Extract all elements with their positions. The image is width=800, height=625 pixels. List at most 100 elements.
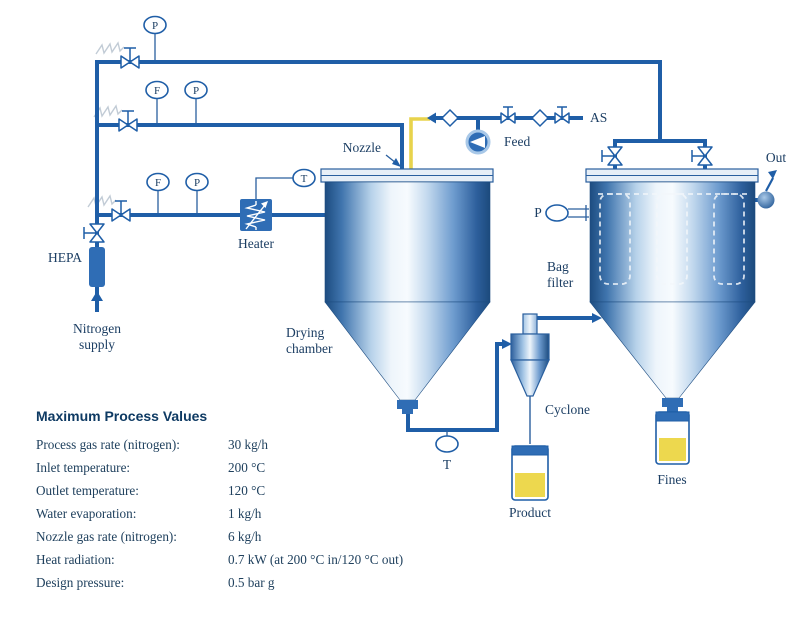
process-values-title: Maximum Process Values: [36, 408, 208, 424]
valve-as-1-body-r: [507, 112, 516, 124]
gauge-t-heater: [292, 168, 316, 188]
label-bag-filter-1: Bag: [547, 259, 569, 274]
filter-bags: [598, 193, 747, 285]
product-bottle-fill: [515, 473, 545, 497]
gauge-p-line2-letter: P: [193, 85, 199, 97]
cyclone-cone: [510, 359, 550, 397]
hepa-filter: [89, 247, 105, 287]
gauge-f-line3-letter: F: [155, 177, 161, 189]
feed-pump-impeller: [470, 136, 485, 148]
table-row: Nozzle gas rate (nitrogen): 6 kg/h: [36, 525, 466, 548]
signal-squiggles: [87, 41, 125, 208]
label-as: AS: [590, 110, 607, 125]
row-label: Heat radiation:: [36, 552, 115, 567]
row-value: 1 kg/h: [228, 506, 262, 521]
heater-coil-icon: [244, 201, 266, 230]
gauge-f-line2-letter: F: [154, 85, 160, 97]
drying-chamber-outlet-stub: [402, 409, 413, 414]
fines-bottle-cap: [655, 411, 690, 422]
valve-as-2-body-r: [561, 112, 570, 124]
row-value: 120 °C: [228, 483, 266, 498]
valve-hepa-stem: [83, 227, 97, 239]
gauge-letters: P F P F P T: [152, 20, 308, 189]
signal-squiggle-line2: [93, 104, 123, 118]
valve-as-1: [500, 106, 516, 124]
label-nozzle: Nozzle: [343, 140, 381, 155]
arrow-into-cyclone: [502, 339, 512, 349]
gauge-p-bagfilter: [545, 204, 569, 222]
valve-as-1-stem: [503, 106, 513, 118]
valve-line2-body-r: [127, 118, 138, 132]
valve-line2-body-l: [118, 118, 129, 132]
signal-squiggle-line3: [87, 194, 117, 208]
row-value: 0.5 bar g: [228, 575, 275, 590]
feed-pump: [465, 129, 491, 155]
out-arrow-line: [765, 177, 774, 192]
label-nitrogen-supply-1: Nitrogen: [73, 321, 121, 336]
heater-coil-zigzag: [244, 204, 266, 228]
bag-filter: [585, 168, 759, 412]
arrow-nozzle: [392, 158, 401, 167]
valve-hepa-body-b: [89, 232, 105, 243]
row-label: Inlet temperature:: [36, 460, 131, 475]
bag-filter-outlet-stub: [667, 407, 678, 412]
gauge-p-line1: [143, 15, 167, 35]
valve-bfl-body-t: [607, 146, 623, 157]
fines-bottle-fill: [659, 438, 686, 461]
row-label: Nozzle gas rate (nitrogen):: [36, 529, 177, 544]
label-bagfilter-pressure: P: [534, 205, 542, 220]
pipe-chamber-outlet: [406, 342, 503, 432]
valve-bfl-body-b: [607, 155, 623, 166]
pipe-line2-nozzle-gas: [97, 123, 404, 174]
conn-heater-t: [255, 177, 293, 199]
check-valve-1: [440, 108, 460, 128]
label-out: Out: [766, 150, 786, 165]
valve-line2-stem: [122, 110, 134, 125]
valve-line1: [120, 47, 140, 69]
bag-filter-body: [589, 181, 756, 303]
valve-line3-body-r: [120, 208, 131, 222]
row-label: Outlet temperature:: [36, 483, 139, 498]
signal-squiggle-line1: [95, 41, 125, 55]
valve-as-2-stem: [557, 106, 567, 118]
valve-bagfilter-right: [691, 146, 713, 166]
flow-arrowheads: [91, 112, 777, 349]
valve-hepa: [83, 223, 105, 243]
fines-bottle: [655, 411, 690, 465]
cyclone: [510, 313, 550, 444]
valve-line1-body-l: [120, 55, 131, 69]
row-label: Design pressure:: [36, 575, 125, 590]
label-cyclone: Cyclone: [545, 402, 590, 417]
cyclone-barrel: [510, 333, 550, 361]
product-bottle: [511, 445, 549, 501]
label-bag-filter-2: filter: [547, 275, 574, 290]
valve-bfr-body-t: [697, 146, 713, 157]
filter-bag-3: [713, 193, 745, 285]
valve-line3-body-l: [111, 208, 122, 222]
valve-as-2: [554, 106, 570, 124]
valve-bfr-body-b: [697, 155, 713, 166]
valve-bagfilter-left: [601, 146, 623, 166]
valve-bfl-stem: [601, 150, 615, 162]
gauge-t-heater-letter: T: [301, 173, 308, 185]
label-hepa: HEPA: [48, 250, 82, 265]
gauges: [143, 15, 569, 453]
arrow-out: [768, 170, 777, 179]
cyclone-vortex-tube: [522, 313, 538, 335]
valve-bfr-stem: [691, 150, 705, 162]
label-feed: Feed: [504, 134, 530, 149]
gauge-p-line3: [185, 172, 209, 192]
valve-line1-body-r: [129, 55, 140, 69]
valve-line2: [118, 110, 138, 132]
table-row: Design pressure: 0.5 bar g: [36, 571, 466, 594]
process-values-table: Maximum Process Values Process gas rate …: [36, 408, 466, 594]
valve-line3: [111, 200, 131, 222]
gauge-f-line3: [146, 172, 170, 192]
label-heater: Heater: [238, 236, 274, 251]
exhaust-fan-ball: [757, 191, 775, 209]
table-row: Process gas rate (nitrogen): 30 kg/h: [36, 433, 466, 456]
drying-chamber: [320, 168, 494, 414]
row-value: 30 kg/h: [228, 437, 268, 452]
heater-adjust-arrow: [245, 204, 266, 230]
